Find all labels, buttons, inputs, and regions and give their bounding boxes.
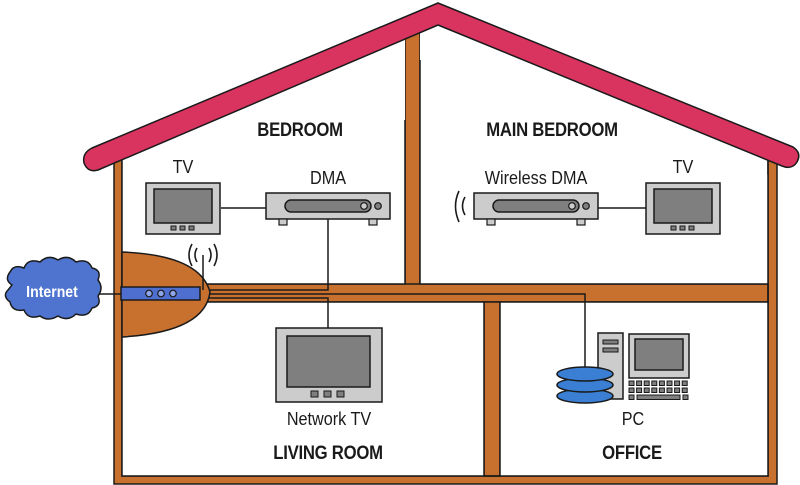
router-led bbox=[145, 289, 153, 298]
keyboard-key bbox=[681, 387, 688, 393]
keyboard-key bbox=[628, 387, 635, 393]
drive-bay bbox=[602, 347, 619, 353]
device-label-network-tv: Network TV bbox=[286, 409, 372, 429]
wire-router-dma bbox=[200, 214, 329, 291]
keyboard-key bbox=[682, 394, 689, 400]
keyboard-key bbox=[643, 380, 650, 386]
cloud-icon bbox=[4, 256, 102, 320]
router-node[interactable] bbox=[120, 243, 218, 338]
wires bbox=[98, 207, 646, 368]
main-bedroom-wireless-dma[interactable] bbox=[454, 190, 599, 226]
device-label-pc: PC bbox=[621, 409, 645, 429]
main-bedroom-tv[interactable] bbox=[645, 182, 721, 235]
tv-screen bbox=[153, 188, 213, 224]
dma-knob bbox=[374, 202, 382, 210]
keyboard-key bbox=[666, 380, 673, 386]
room-label-bedroom: BEDROOM bbox=[257, 120, 343, 141]
wireless-signal-icon bbox=[454, 190, 466, 223]
router-led bbox=[169, 289, 177, 298]
keyboard-icon bbox=[628, 380, 689, 400]
dma-foot bbox=[576, 218, 586, 226]
disk-platter bbox=[556, 366, 614, 382]
upper-divider-wall bbox=[404, 29, 421, 287]
tv-button bbox=[179, 225, 186, 231]
dma-knob bbox=[568, 202, 576, 210]
office-pc[interactable] bbox=[556, 332, 690, 404]
device-label-wireless-dma: Wireless DMA bbox=[484, 168, 588, 188]
keyboard-key bbox=[643, 387, 650, 393]
roof-shape bbox=[82, 2, 800, 172]
device-label-main-bedroom-tv: TV bbox=[672, 157, 694, 177]
drive-bay bbox=[602, 339, 619, 345]
tv-screen bbox=[286, 335, 371, 388]
router-led bbox=[157, 289, 165, 298]
keyboard-key bbox=[674, 380, 681, 386]
internet-cloud[interactable] bbox=[4, 256, 102, 320]
keyboard-key bbox=[658, 380, 665, 386]
roof bbox=[82, 2, 800, 172]
tv-button bbox=[310, 390, 319, 398]
tv-screen bbox=[653, 188, 713, 224]
keyboard-key bbox=[674, 387, 681, 393]
pc-screen bbox=[634, 338, 684, 371]
keyboard-key bbox=[636, 387, 643, 393]
tv-button bbox=[670, 225, 677, 231]
keyboard-key bbox=[628, 394, 635, 400]
dma-foot bbox=[278, 218, 288, 226]
room-label-living-room: LIVING ROOM bbox=[273, 443, 383, 464]
bedroom-interior bbox=[122, 30, 405, 284]
bedroom-tv[interactable] bbox=[145, 182, 221, 235]
wireless-signal-icon bbox=[188, 243, 218, 267]
network-tv[interactable] bbox=[275, 327, 383, 403]
keyboard-key bbox=[651, 380, 658, 386]
keyboard-key bbox=[658, 387, 665, 393]
wire-router-network-tv bbox=[200, 297, 329, 328]
dma-foot bbox=[486, 218, 496, 226]
tv-button bbox=[336, 390, 345, 398]
tv-button bbox=[688, 225, 695, 231]
keyboard-key bbox=[651, 387, 658, 393]
dma-slot bbox=[492, 199, 580, 213]
room-label-main-bedroom: MAIN BEDROOM bbox=[486, 120, 618, 141]
keyboard-spacebar bbox=[636, 394, 681, 400]
floor-band bbox=[121, 283, 769, 303]
keyboard-key bbox=[628, 380, 635, 386]
tv-button bbox=[170, 225, 177, 231]
bedroom-dma[interactable] bbox=[265, 192, 391, 226]
device-label-bedroom-dma: DMA bbox=[310, 168, 346, 188]
storage-disk-stack-icon bbox=[556, 366, 614, 404]
lower-divider-wall bbox=[483, 301, 501, 477]
tv-button bbox=[323, 390, 332, 398]
dma-knob bbox=[360, 202, 368, 210]
keyboard-key bbox=[666, 387, 673, 393]
keyboard-key bbox=[636, 380, 643, 386]
device-label-bedroom-tv: TV bbox=[172, 157, 194, 177]
wall-edge bbox=[122, 301, 768, 476]
device-label-internet: Internet bbox=[26, 284, 78, 301]
wire-router-pc bbox=[200, 293, 586, 368]
dma-knob bbox=[582, 202, 590, 210]
tv-button bbox=[188, 225, 195, 231]
room-label-office: OFFICE bbox=[602, 443, 662, 464]
tv-button bbox=[679, 225, 686, 231]
dma-foot bbox=[368, 218, 378, 226]
dma-slot bbox=[284, 199, 372, 213]
keyboard-key bbox=[681, 380, 688, 386]
